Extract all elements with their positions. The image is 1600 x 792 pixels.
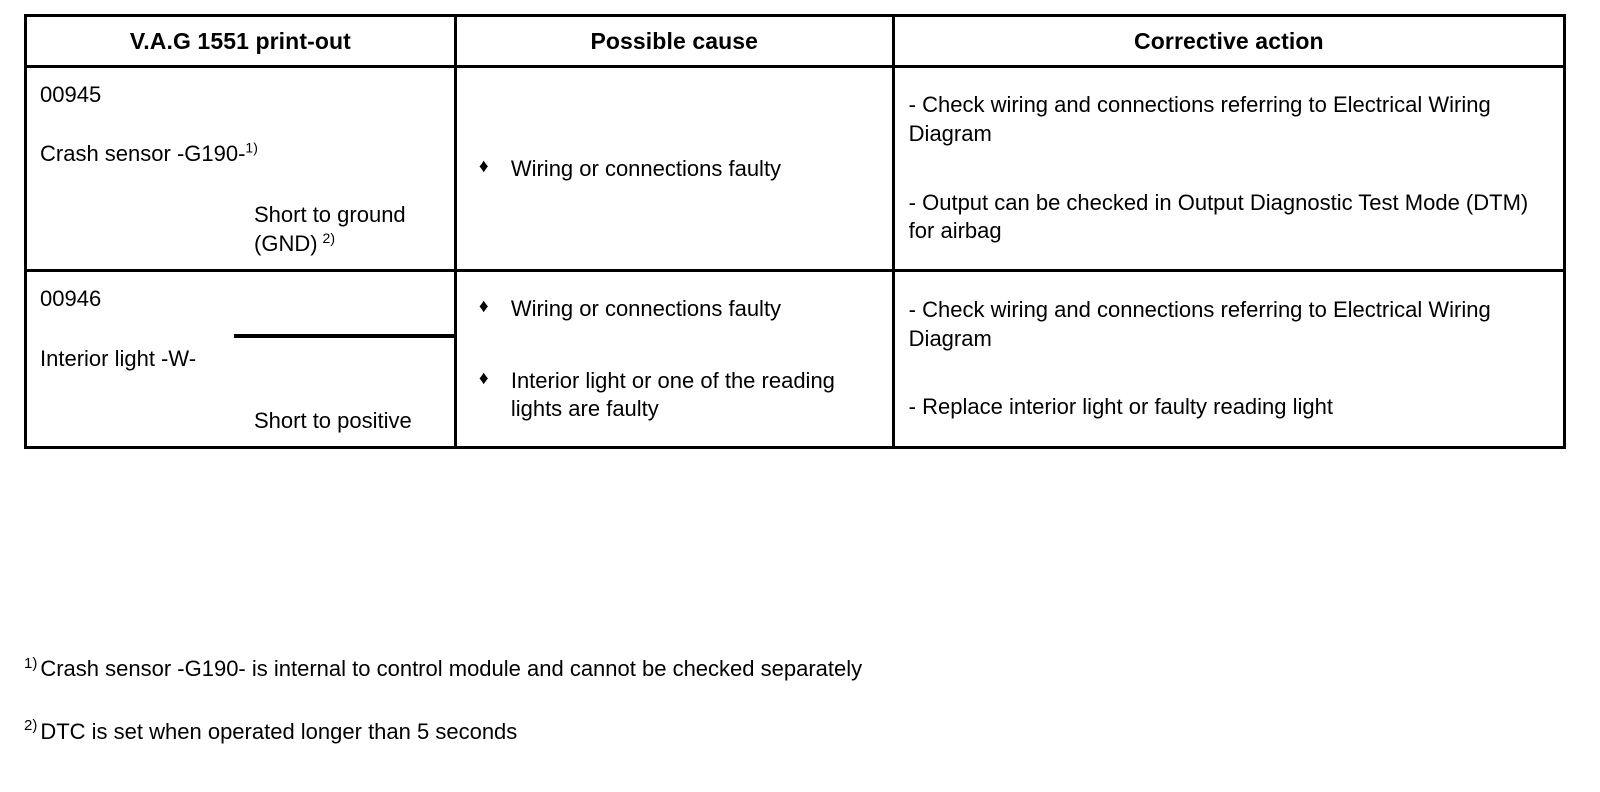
condition-block: Short to positive: [254, 406, 446, 436]
column-header-action: Corrective action: [893, 15, 1565, 68]
action-text: - Output can be checked in Output Diagno…: [908, 189, 1529, 244]
condition-line-1: Short to positive: [254, 407, 412, 433]
list-item: ♦ Wiring or connections faulty: [479, 155, 882, 183]
cause-list-row1: ♦ Wiring or connections faulty: [457, 147, 892, 191]
printout-block-row1: 00945 Crash sensor -G190-1) Short to gro…: [27, 68, 454, 269]
fault-code: 00945: [40, 82, 102, 107]
table-header-row: V.A.G 1551 print-out Possible cause Corr…: [25, 15, 1565, 68]
cause-list-row2: ♦ Wiring or connections faulty ♦ Interio…: [457, 287, 892, 431]
component-name: Crash sensor -G190-: [40, 141, 246, 167]
footnote-text: Crash sensor -G190- is internal to contr…: [40, 656, 863, 681]
component-name: Interior light -W-: [40, 345, 197, 371]
footnote-section: 1)Crash sensor -G190- is internal to con…: [24, 655, 1564, 746]
footnote-marker: 2): [24, 717, 38, 735]
condition-line-1: Short to ground: [254, 201, 406, 227]
table-row: 00946 Interior light -W- Short to positi…: [25, 269, 1565, 448]
cause-text: Wiring or connections faulty: [510, 155, 782, 181]
diamond-bullet-icon: ♦: [478, 367, 489, 389]
cause-text: Interior light or one of the reading lig…: [510, 367, 835, 421]
component-name-line: Crash sensor -G190-1): [40, 141, 446, 167]
condition-block: Short to ground (GND)2): [254, 200, 446, 259]
cause-text: Wiring or connections faulty: [510, 295, 782, 321]
fault-code: 00946: [40, 286, 102, 312]
footnote-2: 2)DTC is set when operated longer than 5…: [24, 718, 1564, 747]
action-list-row2: - Check wiring and connections referring…: [895, 288, 1563, 430]
action-text: - Replace interior light or faulty readi…: [908, 394, 1333, 420]
footnote-1: 1)Crash sensor -G190- is internal to con…: [24, 655, 1564, 684]
cell-cause-row2: ♦ Wiring or connections faulty ♦ Interio…: [455, 269, 895, 448]
fault-code-table: V.A.G 1551 print-out Possible cause Corr…: [24, 14, 1566, 449]
list-item: ♦ Wiring or connections faulty: [479, 295, 882, 323]
action-text: - Check wiring and connections referring…: [908, 297, 1491, 351]
footnote-marker-1: 1): [245, 140, 258, 157]
action-list-row1: - Check wiring and connections referring…: [895, 83, 1563, 253]
diamond-bullet-icon: ♦: [478, 155, 489, 177]
table-row: 00945 Crash sensor -G190-1) Short to gro…: [25, 66, 1565, 271]
cell-printout-row2: 00946 Interior light -W- Short to positi…: [25, 269, 457, 448]
footnote-text: DTC is set when operated longer than 5 s…: [40, 718, 518, 744]
footnote-marker: 1): [24, 654, 38, 672]
cell-printout-row1: 00945 Crash sensor -G190-1) Short to gro…: [25, 66, 457, 271]
list-item: ♦ Interior light or one of the reading l…: [479, 367, 882, 423]
component-name-line: Interior light -W-: [40, 346, 446, 372]
footnote-marker-2: 2): [322, 230, 335, 247]
printout-block-row2: 00946 Interior light -W- Short to positi…: [27, 272, 454, 445]
diamond-bullet-icon: ♦: [478, 295, 489, 317]
cell-action-row1: - Check wiring and connections referring…: [893, 67, 1564, 271]
row-divider-accent: [234, 334, 456, 338]
column-header-printout: V.A.G 1551 print-out: [25, 15, 457, 68]
condition-line-2: (GND): [254, 231, 318, 257]
cell-action-row2: - Check wiring and connections referring…: [893, 269, 1565, 448]
column-header-cause: Possible cause: [455, 15, 895, 68]
cell-cause-row1: ♦ Wiring or connections faulty: [455, 66, 895, 271]
action-text: - Check wiring and connections referring…: [908, 92, 1491, 146]
